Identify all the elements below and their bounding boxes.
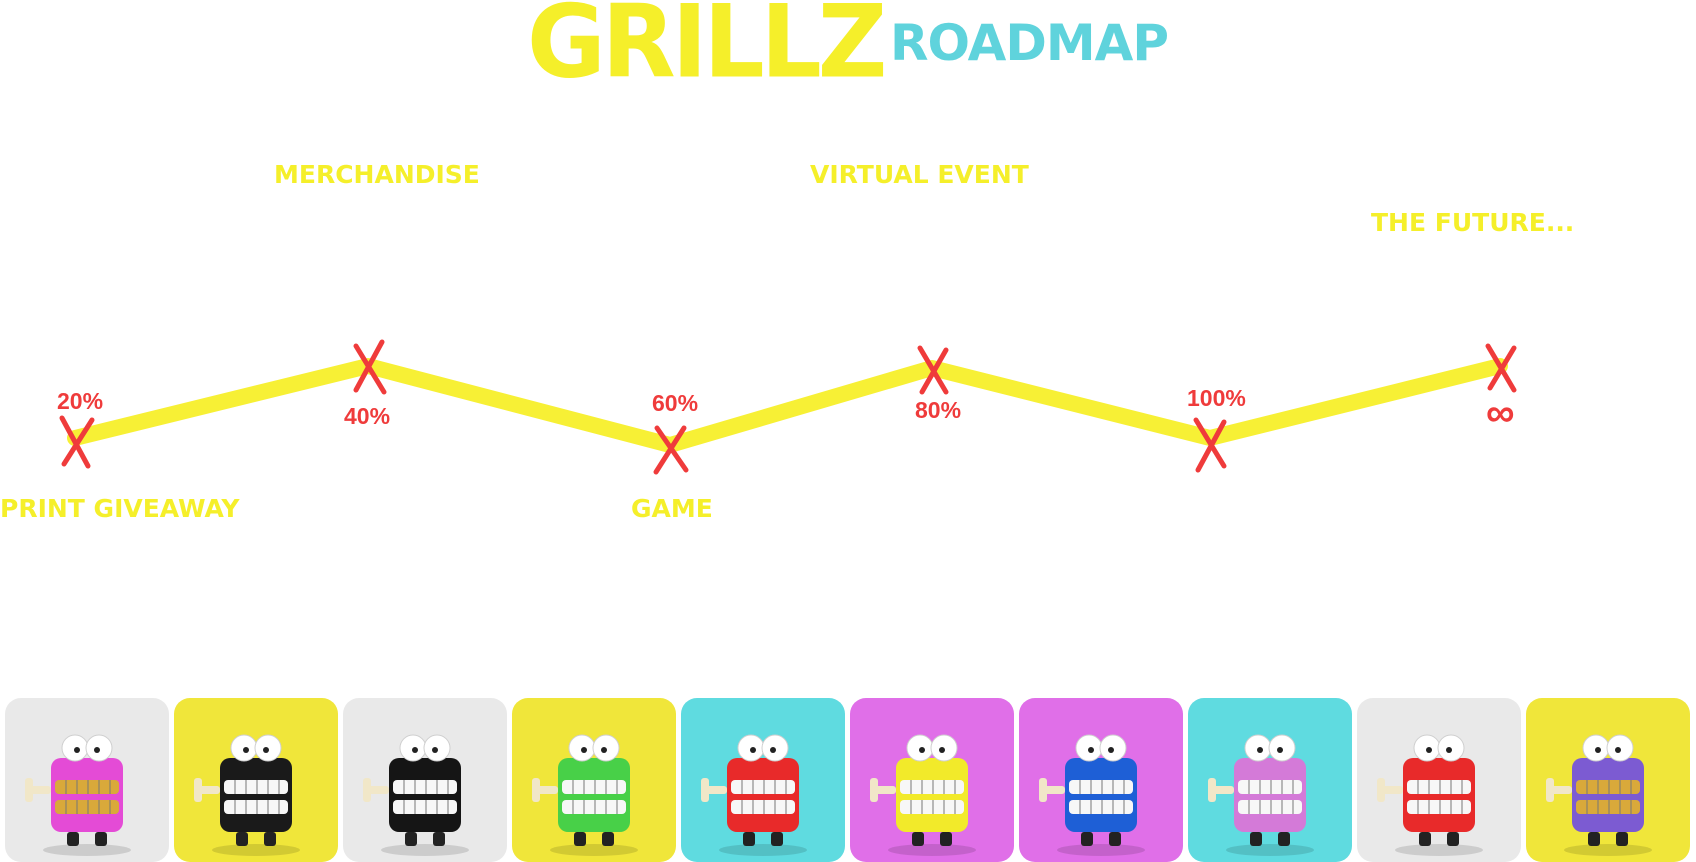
star-glasses-grillz-character-icon (701, 734, 807, 856)
milestone-marker-3 (653, 425, 689, 475)
gallery-tile-5[interactable] (681, 698, 845, 862)
gallery-tile-9[interactable] (1357, 698, 1521, 862)
gallery-tile-7[interactable] (1019, 698, 1183, 862)
cigarette-grillz-character-icon (870, 734, 976, 856)
gallery-tile-3[interactable] (343, 698, 507, 862)
milestone-percent-2: 40% (344, 403, 391, 429)
milestone-label-4: VIRTUAL EVENT (810, 160, 1029, 189)
purple-grillz-character-icon (1546, 734, 1652, 856)
gallery-tile-2[interactable] (174, 698, 338, 862)
gallery-tile-6[interactable] (850, 698, 1014, 862)
visor-grillz-character-icon (1208, 734, 1314, 856)
zebra-grillz-character-icon (194, 734, 300, 856)
milestone-marker-2 (353, 339, 387, 395)
pacifier-grillz-character-icon (1377, 734, 1483, 856)
milestone-percent-4: 80% (915, 397, 962, 423)
milestone-marker-6 (1485, 343, 1517, 393)
gallery-tile-8[interactable] (1188, 698, 1352, 862)
roadmap-path (59, 339, 1517, 475)
milestone-percent-3: 60% (652, 390, 699, 416)
black-grillz-character-icon (363, 734, 469, 856)
milestone-label-3: GAME (631, 494, 713, 523)
character-gallery (5, 698, 1695, 862)
milestone-percent-1: 20% (57, 388, 104, 414)
halo-grillz-character-icon (1039, 734, 1145, 856)
gallery-tile-10[interactable] (1526, 698, 1690, 862)
milestone-label-6: THE FUTURE... (1371, 208, 1575, 237)
milestone-label-2: MERCHANDISE (274, 160, 480, 189)
milestone-marker-5 (1193, 417, 1227, 473)
milestone-marker-4 (917, 345, 949, 395)
milestone-label-1: PRINT GIVEAWAY (0, 494, 240, 523)
title-grillz: GRILLZ (527, 0, 887, 101)
pink-grillz-character-icon (25, 734, 131, 856)
brain-grillz-character-icon (532, 734, 638, 856)
gallery-tile-4[interactable] (512, 698, 676, 862)
milestone-percent-5: 100% (1187, 385, 1246, 411)
milestone-marker-1 (59, 415, 95, 469)
gallery-tile-1[interactable] (5, 698, 169, 862)
milestone-percent-6: ∞ (1486, 391, 1515, 435)
roadmap-header: GRILLZ ROADMAP (0, 0, 1696, 101)
title-roadmap: ROADMAP (890, 14, 1169, 72)
